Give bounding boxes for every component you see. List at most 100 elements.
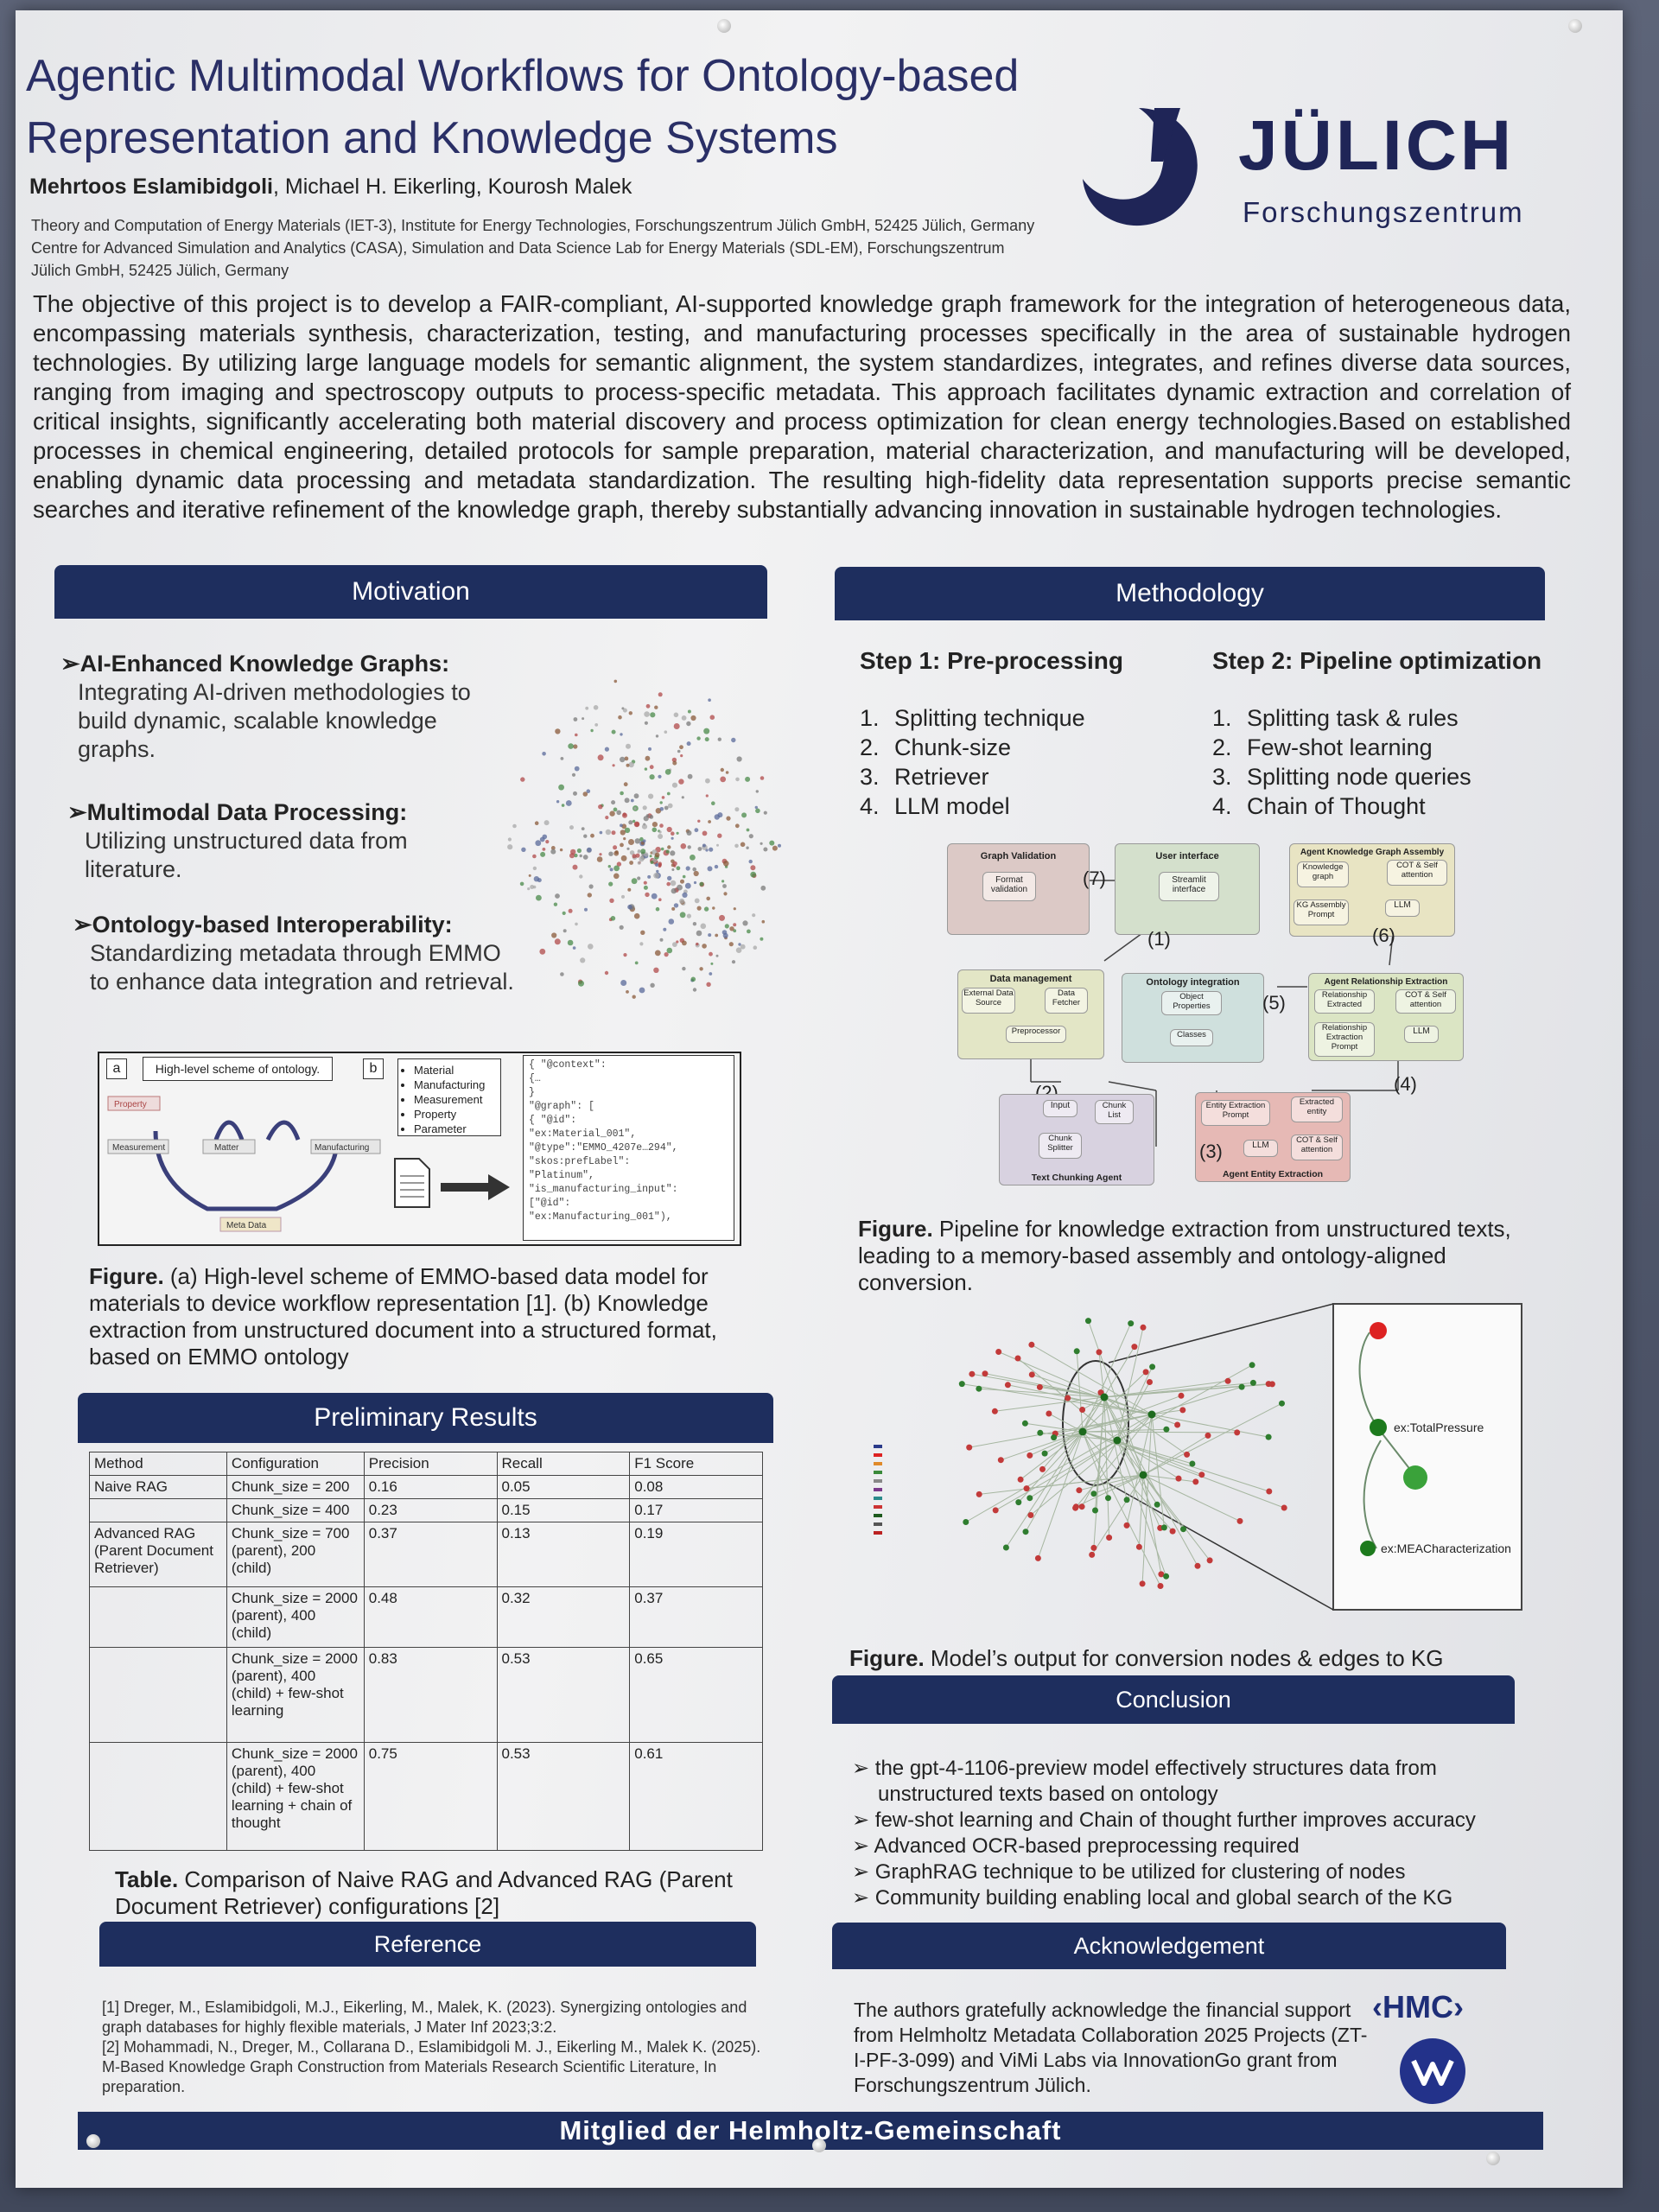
scatter-point [746,846,749,849]
table-cell: Naive RAG [89,1475,227,1499]
scatter-point [643,885,648,890]
first-author: Mehrtoos Eslamibidgoli [29,175,273,199]
table-cell [89,1742,227,1851]
scatter-point [627,904,632,910]
scatter-point [750,865,756,871]
scatter-point [699,881,704,887]
scatter-point [692,988,697,992]
scatter-point [623,837,626,841]
scatter-point [705,778,710,784]
scatter-point [664,730,668,734]
scatter-point [628,761,634,768]
scatter-point [640,930,645,935]
scatter-point [585,706,589,710]
class-material: Material [414,1063,497,1077]
scatter-point [673,712,679,718]
kg-node [1092,1507,1098,1514]
step-label-1: (1) [1147,928,1171,950]
step-1-list: 1.Splitting technique 2.Chunk-size 3.Ret… [860,703,1085,821]
scatter-point [708,933,712,938]
kg-edge [1082,1431,1173,1532]
scatter-point [741,812,747,818]
scatter-point [658,864,662,868]
scatter-point [664,952,669,957]
scatter-point [703,728,710,734]
julich-logo-icon [1083,108,1198,226]
kg-node [1027,1512,1034,1518]
scatter-point [760,776,765,780]
scatter-point [729,926,734,931]
motivation-item-3-text: Standardizing metadata through EMMO to e… [90,940,514,995]
scatter-point [620,830,626,836]
table-caption: Table. Comparison of Naive RAG and Advan… [115,1866,733,1919]
kg-edge [1142,1474,1196,1483]
agent-entity-box: Entity Extraction Prompt Extracted entit… [1195,1092,1351,1182]
results-heading: Preliminary Results [78,1393,773,1443]
motivation-item-1-title: ➢AI-Enhanced Knowledge Graphs: [60,651,450,677]
scatter-point [659,801,663,804]
scatter-point [728,942,734,947]
kg-hub-node [1139,1471,1147,1479]
scatter-point [734,823,740,829]
scatter-point [686,913,691,918]
scatter-point [748,834,753,839]
scatter-point [645,892,650,898]
scatter-point [643,852,649,857]
kg-edge [1098,1351,1105,1398]
scatter-point [620,980,627,986]
node-matter: Matter [214,1143,239,1153]
kg-node [1157,1583,1164,1589]
scatter-point [687,709,691,714]
scatter-point [560,757,564,760]
step-label-7: (7) [1083,868,1106,889]
kg-node [1192,1478,1199,1485]
scatter-point [723,892,728,896]
scatter-point [714,864,719,869]
scatter-point [597,754,604,761]
scatter-point [607,865,611,868]
motivation-item-1: ➢AI-Enhanced Knowledge Graphs: Integrati… [60,650,510,764]
scatter-point [655,734,659,738]
scatter-point [755,790,759,793]
kg-node [1090,1491,1097,1497]
cot-node: COT & Self attention [1395,989,1456,1014]
scatter-point [650,712,656,718]
scatter-point [682,892,688,898]
scatter-point [609,898,614,903]
ontology-figure: a High-level scheme of ontology. b Prope… [98,1052,741,1246]
scatter-point [633,807,637,810]
scatter-point [550,846,556,850]
scatter-point [671,836,674,840]
box-title: User interface [1155,851,1219,861]
scatter-point [536,894,542,901]
scatter-point [706,982,711,987]
scatter-point [734,807,740,812]
scatter-point [604,747,609,752]
column-header: Configuration [226,1452,365,1476]
pushpin-icon [717,19,731,33]
kg-edge [1082,1431,1193,1465]
scatter-point [567,939,574,946]
scatter-point [686,721,691,727]
list-item: 3.Splitting node queries [1212,764,1471,790]
kg-node [1249,1362,1255,1369]
kg-node [1046,1410,1052,1417]
scatter-point [655,863,659,867]
scatter-point [551,932,557,938]
kg-edge [1031,1344,1153,1415]
scatter-point [676,831,679,835]
kg-edge [978,1388,1105,1398]
json-ld-output: { "@context": {… } "@graph": [ { "@id": … [523,1055,734,1241]
scatter-point [587,893,592,898]
kg-edge [1053,1414,1153,1439]
kg-node [1178,1392,1185,1399]
kg-edge [1103,1396,1187,1455]
cot-node: COT & Self attention [1291,1135,1343,1160]
scatter-point [694,828,699,833]
kg-node [969,1370,976,1377]
scatter-point [507,837,512,842]
json-line: "ex:Manufacturing_001"), [529,1211,672,1223]
scatter-point [555,728,561,734]
json-line: ["@id": [529,1198,571,1209]
kg-node [976,1385,982,1392]
